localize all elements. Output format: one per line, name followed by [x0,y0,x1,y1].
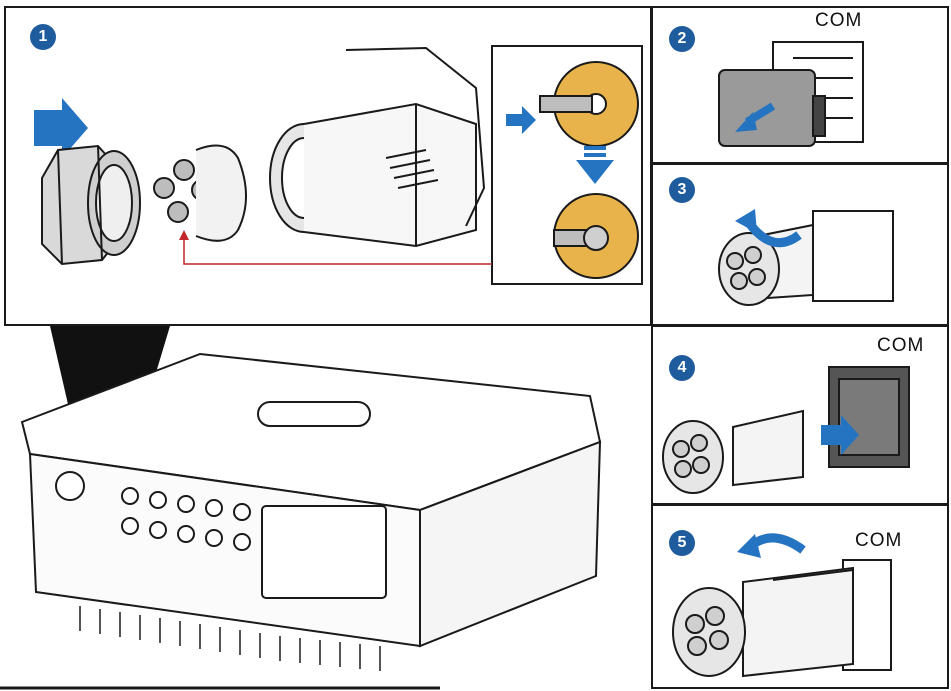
push-arrow-icon [34,98,88,158]
step-4-badge: 4 [669,355,695,381]
connector-housing [269,46,486,248]
down-arrow-icon [576,146,614,184]
insert-arrow-icon [821,415,859,455]
step-1-illustration [34,45,643,285]
step-2-panel: 2 COM [651,6,949,164]
step-5-panel: 5 COM [651,504,949,689]
step-4-panel: 4 COM [651,325,949,505]
step-2-illustration [718,41,864,147]
step-3-panel: 3 [651,163,949,326]
step-3-illustration [718,209,894,306]
rotate-arrow-icon [735,209,802,248]
step-5-illustration [672,533,892,678]
step-3-badge: 3 [669,177,695,203]
sealing-ring [195,144,247,242]
step-5-badge: 5 [669,530,695,556]
rotate-arrow-icon [737,533,806,558]
guide-line [179,230,492,265]
inverter-overview [0,326,602,690]
insert-core-arrow-icon [506,106,536,134]
step-2-com-label: COM [815,10,863,31]
swivel-nut [41,144,141,266]
step-2-badge: 2 [669,26,695,52]
inset-box [491,45,643,285]
step-5-com-label: COM [855,530,903,551]
inverter-body [20,352,602,671]
step-4-illustration [662,366,910,494]
step-4-com-label: COM [877,335,925,356]
step-1-badge: 1 [30,24,56,50]
step-1-panel: 1 [4,6,652,326]
